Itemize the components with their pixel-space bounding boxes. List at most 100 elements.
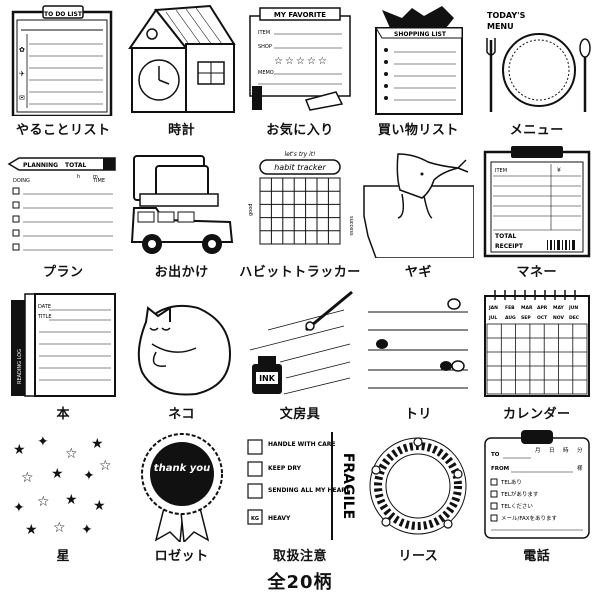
design-label: 本 xyxy=(56,407,70,422)
design-label: 買い物リスト xyxy=(377,123,459,138)
art-text: SHOPPING LIST xyxy=(394,31,447,38)
total-count-label: 全20柄 xyxy=(267,572,333,593)
art-text: ITEM xyxy=(495,168,507,174)
art-text: HEAVY xyxy=(268,515,291,522)
design-label: ヤギ xyxy=(404,265,432,280)
art-text: NOV xyxy=(553,315,564,321)
svg-text:☆: ☆ xyxy=(21,470,34,486)
design-birds: トリ xyxy=(359,288,477,430)
art-text: TOTAL xyxy=(65,162,86,169)
art-text: MAY xyxy=(553,305,565,311)
todo-clipboard-icon: TO DO LIST ✿ ✈ ✉ xyxy=(11,5,113,116)
design-label: トリ xyxy=(404,407,432,422)
svg-text:☆: ☆ xyxy=(99,458,112,474)
art-text: OCT xyxy=(537,315,548,321)
design-goat: ヤギ xyxy=(359,146,477,288)
art-text: ITEM xyxy=(258,30,270,36)
svg-text:✦: ✦ xyxy=(81,522,93,538)
goat-icon xyxy=(363,153,475,258)
birds-lines-icon xyxy=(368,298,469,389)
svg-text:★: ★ xyxy=(91,436,104,452)
habit-calendar-icon: let's try it! habit tracker good success xyxy=(248,151,354,245)
design-calendar: JAN FEB MAR APR MAY JUN JUL AUG SEP OCT … xyxy=(478,288,596,430)
art-text: let's try it! xyxy=(284,151,315,158)
rosette-icon: thank you xyxy=(140,433,223,542)
svg-text:☆: ☆ xyxy=(37,494,50,510)
art-text: ¥ xyxy=(557,167,561,174)
art-text: MEMO xyxy=(258,70,274,76)
design-label: カレンダー xyxy=(503,407,571,422)
svg-text:★: ★ xyxy=(51,466,64,482)
design-label: お気に入り xyxy=(266,123,334,138)
art-text: DOING xyxy=(13,178,30,184)
design-books: DATE TITLE READING LOG 本 xyxy=(4,288,122,430)
design-label: マネー xyxy=(516,265,558,280)
design-habit-tracker: let's try it! habit tracker good success… xyxy=(239,146,361,288)
design-label: プラン xyxy=(42,265,84,280)
svg-text:✉: ✉ xyxy=(19,94,25,102)
svg-text:☆: ☆ xyxy=(53,520,66,536)
svg-text:☆☆☆☆☆: ☆☆☆☆☆ xyxy=(274,56,329,67)
svg-text:✦: ✦ xyxy=(83,468,95,484)
design-fragile: HANDLE WITH CARE KEEP DRY SENDING ALL MY… xyxy=(241,430,359,572)
art-text: RECEIPT xyxy=(495,243,524,250)
art-text: KEEP DRY xyxy=(268,465,302,472)
art-text: HANDLE WITH CARE xyxy=(268,441,336,448)
art-text: SEP xyxy=(521,315,531,321)
art-text: FEB xyxy=(505,305,515,311)
art-text: TITLE xyxy=(37,314,52,320)
design-todo-list: TO DO LIST ✿ ✈ ✉ やることリスト xyxy=(4,4,122,146)
art-text: 時 xyxy=(563,446,569,454)
art-text: 日 xyxy=(549,447,555,454)
design-label: 文房具 xyxy=(279,407,321,422)
books-icon: DATE TITLE READING LOG xyxy=(11,293,117,397)
receipt-clipboard-icon: ITEM ¥ TOTAL RECEIPT xyxy=(483,146,590,258)
art-text: JUL xyxy=(488,315,497,321)
art-text: success xyxy=(348,216,354,236)
svg-text:★: ★ xyxy=(93,498,106,514)
art-text: SENDING ALL MY HEART xyxy=(268,487,351,494)
art-text: TIME xyxy=(92,178,105,184)
art-text: TODAY'S xyxy=(487,11,526,20)
art-text: thank you xyxy=(153,463,209,474)
car-luggage-icon xyxy=(130,155,233,254)
svg-text:☆: ☆ xyxy=(65,446,78,462)
design-shopping-list: SHOPPING LIST 買い物リスト xyxy=(359,4,477,146)
design-label: お出かけ xyxy=(154,265,209,280)
art-text: TELあり xyxy=(500,479,522,486)
design-menu: TODAY'S MENU メニュー xyxy=(478,4,596,146)
fragile-labels-icon: HANDLE WITH CARE KEEP DRY SENDING ALL MY… xyxy=(247,432,356,540)
design-label: 時計 xyxy=(168,123,196,138)
design-wreath: リース xyxy=(359,430,477,572)
design-label: ハビットトラッカー xyxy=(239,265,361,280)
design-label: 電話 xyxy=(523,549,551,564)
art-text: TOTAL xyxy=(495,233,516,240)
design-stars: ★✦☆ ★☆★ ✦☆✦ ☆★★ ★☆✦ 星 xyxy=(4,430,122,572)
design-money: ITEM ¥ TOTAL RECEIPT マネー xyxy=(478,146,596,288)
art-text: JUN xyxy=(568,305,578,311)
plate-cutlery-icon: TODAY'S MENU xyxy=(486,11,591,112)
design-label: メニュー xyxy=(509,123,564,138)
favorite-card-icon: MY FAVORITE ITEM SHOP MEMO ☆☆☆☆☆ xyxy=(249,7,351,111)
design-favorite: MY FAVORITE ITEM SHOP MEMO ☆☆☆☆☆ お気に入り xyxy=(241,4,359,146)
stamp-design-grid: TO DO LIST ✿ ✈ ✉ やることリスト xyxy=(4,4,596,572)
design-phone: TO FROM 月 日 時 分 様 TELあり TELがあります TELください… xyxy=(478,430,596,572)
art-text: JAN xyxy=(488,305,498,311)
design-label: リース xyxy=(398,549,439,564)
phone-memo-icon: TO FROM 月 日 時 分 様 TELあり TELがあります TELください… xyxy=(484,430,590,539)
svg-text:✈: ✈ xyxy=(19,70,25,78)
design-stationery: INK 文房具 xyxy=(241,288,359,430)
spiral-calendar-icon: JAN FEB MAR APR MAY JUN JUL AUG SEP OCT … xyxy=(483,290,590,397)
design-label: ロゼット xyxy=(154,549,209,564)
svg-text:★: ★ xyxy=(65,492,78,508)
art-text: INK xyxy=(259,374,276,383)
art-text: AUG xyxy=(505,315,516,321)
stars-icon: ★✦☆ ★☆★ ✦☆✦ ☆★★ ★☆✦ xyxy=(13,434,112,538)
art-text: good xyxy=(248,204,254,216)
art-text: m xyxy=(93,174,98,180)
art-text: MAR xyxy=(521,305,533,311)
svg-text:★: ★ xyxy=(25,522,38,538)
design-plan: PLANNING TOTAL DOING TIME h m プラン xyxy=(4,146,122,288)
svg-text:★: ★ xyxy=(13,442,26,458)
art-text: TO xyxy=(491,452,500,458)
